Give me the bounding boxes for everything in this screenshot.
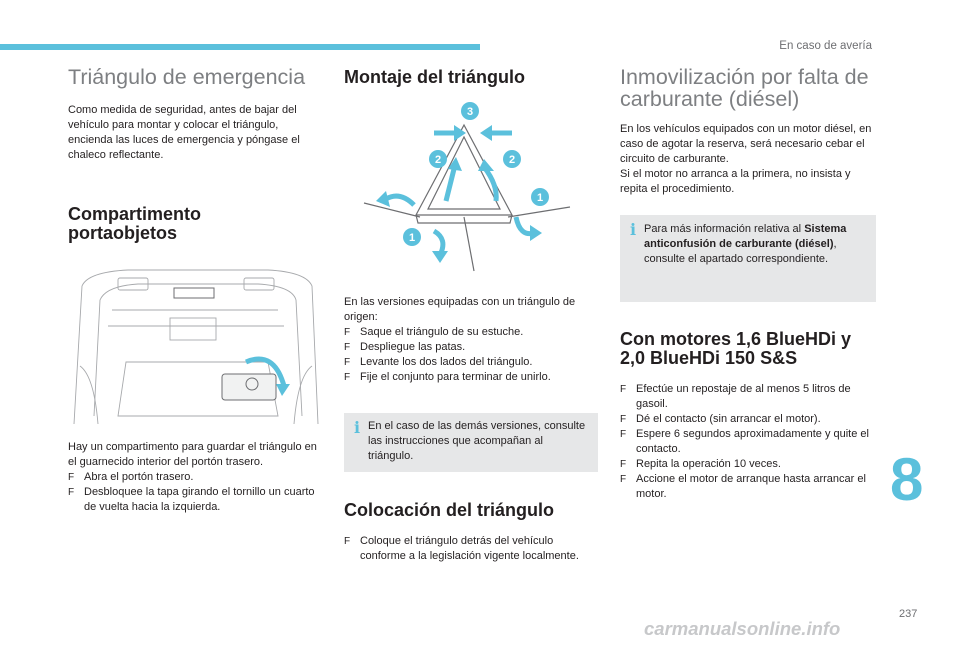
svg-text:1: 1 bbox=[409, 232, 415, 244]
step-badge: 1 bbox=[403, 228, 421, 246]
triangle-drawing: 3 2 2 1 1 bbox=[363, 102, 571, 272]
bullet-marker: F bbox=[344, 327, 351, 338]
step-badge: 1 bbox=[531, 188, 549, 206]
chapter-number: 8 bbox=[890, 446, 924, 513]
page-title: Triángulo de emergencia bbox=[68, 65, 306, 89]
bullet-marker: F bbox=[344, 536, 351, 547]
header-accent-bar bbox=[0, 44, 480, 50]
svg-text:2: 2 bbox=[509, 154, 515, 166]
triangle-diagram: 3 2 2 1 1 bbox=[344, 97, 598, 279]
fuel-intro: En los vehículos equipados con un motor … bbox=[620, 123, 872, 165]
column-fuel-shortage: Inmovilización por falta de carburante (… bbox=[620, 66, 876, 502]
placement-heading: Colocación del triángulo bbox=[344, 500, 555, 520]
intro-paragraph: Como medida de seguridad, antes de bajar… bbox=[68, 104, 300, 161]
column-triangle-assembly: Montaje del triángulo 3 bbox=[344, 66, 598, 564]
bullet-marker: F bbox=[620, 384, 627, 395]
bullet-marker: F bbox=[344, 372, 351, 383]
info-box: i En el caso de las demás versiones, con… bbox=[344, 413, 598, 472]
step-badge: 2 bbox=[503, 150, 521, 168]
column-emergency-triangle: Triángulo de emergencia Como medida de s… bbox=[68, 66, 326, 515]
assembly-description: En las versiones equipadas con un triáng… bbox=[344, 296, 576, 323]
bullet-marker: F bbox=[620, 459, 627, 470]
step-badge: 3 bbox=[461, 102, 479, 120]
bullet-marker: F bbox=[344, 357, 351, 368]
storage-description: Hay un compartimento para guardar el tri… bbox=[68, 441, 317, 468]
step-badge: 2 bbox=[429, 150, 447, 168]
watermark: carmanualsonline.info bbox=[644, 618, 841, 639]
info-icon: i bbox=[354, 418, 361, 437]
svg-text:1: 1 bbox=[537, 192, 543, 204]
info-box: i Para más información relativa al Siste… bbox=[620, 215, 876, 302]
engines-heading: Con motores 1,6 BlueHDi y 2,0 BlueHDi 15… bbox=[620, 329, 852, 368]
fuel-intro-2: Si el motor no arranca a la primera, no … bbox=[620, 168, 851, 195]
bullet-marker: F bbox=[68, 487, 75, 498]
trunk-drawing bbox=[73, 269, 319, 425]
section-header: En caso de avería bbox=[779, 40, 872, 52]
svg-text:3: 3 bbox=[467, 106, 473, 118]
fuel-title: Inmovilización por falta de carburante (… bbox=[620, 65, 869, 111]
bullet-marker: F bbox=[620, 474, 627, 485]
svg-text:2: 2 bbox=[435, 154, 441, 166]
page-number: 237 bbox=[899, 608, 918, 620]
assembly-heading: Montaje del triángulo bbox=[344, 67, 526, 87]
storage-heading: Compartimento portaobjetos bbox=[68, 204, 202, 243]
bullet-marker: F bbox=[68, 472, 75, 483]
trunk-illustration bbox=[68, 266, 322, 428]
bullet-marker: F bbox=[620, 414, 627, 425]
info-icon: i bbox=[630, 220, 637, 239]
bullet-marker: F bbox=[344, 342, 351, 353]
bullet-marker: F bbox=[620, 429, 627, 440]
